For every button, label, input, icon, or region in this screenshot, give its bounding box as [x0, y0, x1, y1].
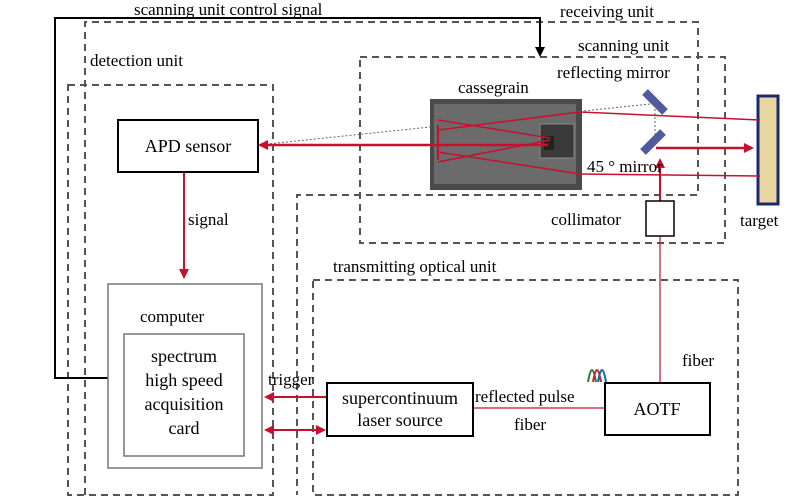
control-signal-line [54, 17, 545, 379]
laser-source-box [326, 382, 474, 437]
mirror-45 [640, 129, 666, 155]
detection-unit-label: detection unit [90, 51, 183, 70]
reflected-pulse-label: reflected pulse [475, 387, 575, 406]
acq-card-line-3: acquisition [145, 394, 224, 414]
apd-sensor-text: APD sensor [145, 136, 232, 156]
reflecting-mirror-label: reflecting mirror [557, 63, 670, 82]
collimator-box [645, 200, 675, 237]
trigger-label: trigger [268, 370, 314, 389]
fiber-vertical-label: fiber [682, 351, 714, 370]
target [756, 94, 780, 206]
detection-unit-boundary [67, 84, 274, 496]
computer-label: computer [140, 307, 205, 326]
reflecting-mirror [642, 89, 668, 115]
return-rays [437, 111, 761, 177]
receiving-unit-boundary [84, 21, 699, 495]
receiving-unit-label: receiving unit [560, 2, 654, 21]
target-label: target [740, 211, 779, 230]
transmitting-unit-label: transmitting optical unit [333, 257, 497, 276]
apd-sensor-box [117, 119, 259, 173]
acq-card-line-4: card [169, 418, 200, 438]
pulse-icon [587, 369, 607, 383]
aotf-text: AOTF [633, 399, 680, 419]
laser-source-line-2: laser source [357, 410, 442, 430]
acq-card-line-2: high speed [145, 370, 222, 390]
control-signal-label: scanning unit control signal [134, 0, 323, 19]
scan-path-line [257, 103, 651, 146]
acq-card-line-1: spectrum [151, 346, 217, 366]
laser-source-line-1: supercontinuum [342, 388, 458, 408]
collimator-label: collimator [551, 210, 621, 229]
cassegrain-label: cassegrain [458, 78, 529, 97]
scanning-unit-boundary [359, 56, 726, 244]
fiber-horizontal-label: fiber [514, 415, 546, 434]
cassegrain-telescope [430, 99, 582, 190]
signal-label: signal [188, 210, 229, 229]
acq-card-box [123, 333, 245, 457]
aotf-box [604, 382, 711, 436]
scanning-unit-label: scanning unit [578, 36, 669, 55]
transmitting-unit-boundary [312, 279, 739, 496]
mirror-45-label: 45 ° mirror [587, 157, 663, 176]
